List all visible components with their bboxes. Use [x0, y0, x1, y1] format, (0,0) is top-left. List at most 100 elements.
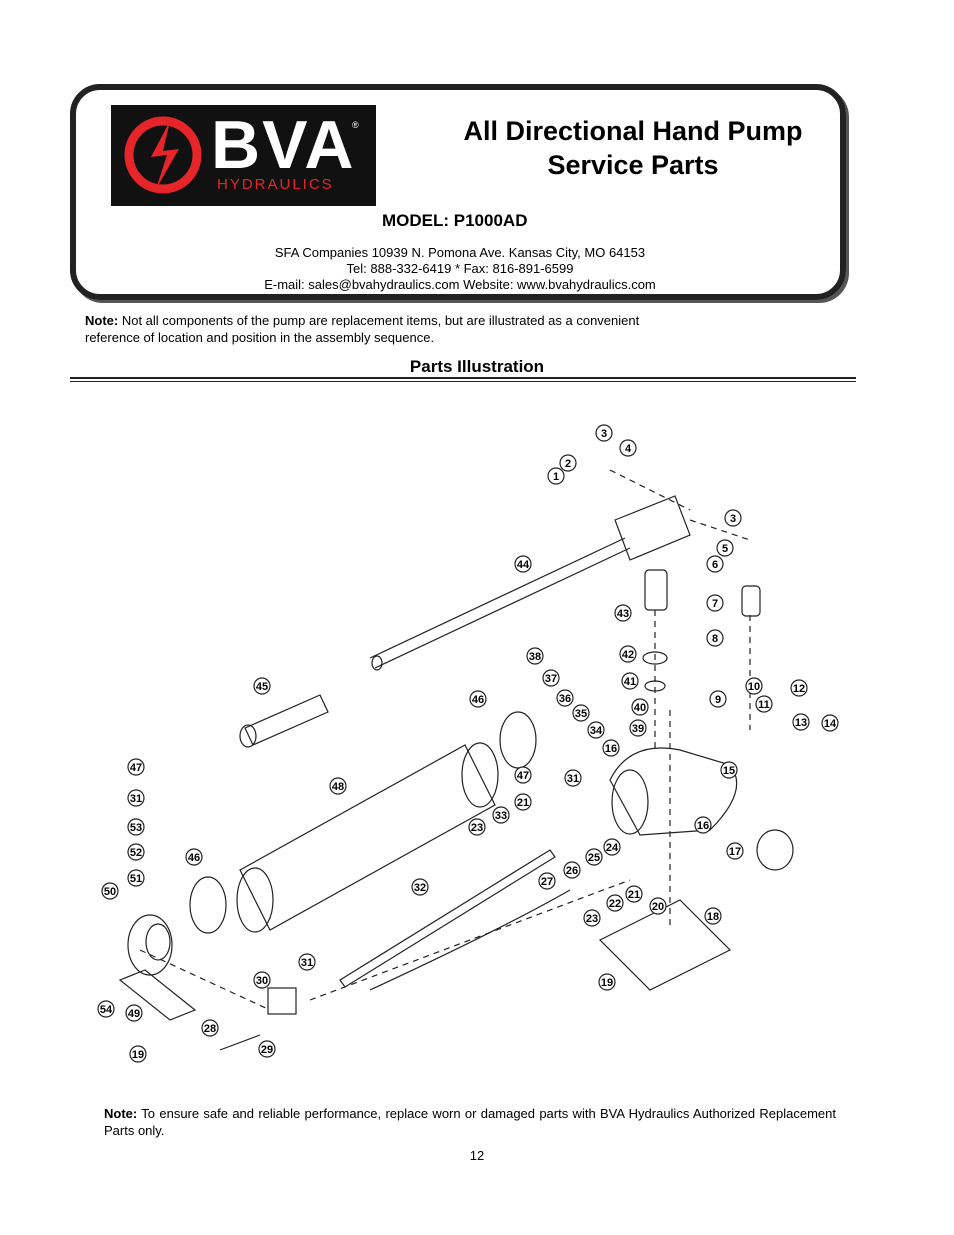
svg-text:22: 22 — [609, 898, 621, 910]
part-label-21: 21 — [625, 885, 643, 903]
svg-text:16: 16 — [697, 820, 709, 832]
svg-text:4: 4 — [625, 443, 632, 455]
part-label-26: 26 — [563, 861, 581, 879]
svg-text:19: 19 — [601, 977, 613, 989]
part-label-46: 46 — [185, 848, 203, 866]
part-label-5: 5 — [716, 539, 734, 557]
part-label-21: 21 — [514, 793, 532, 811]
handle-socket — [614, 495, 691, 561]
svg-text:31: 31 — [130, 793, 142, 805]
part-label-32: 32 — [411, 878, 429, 896]
svg-text:7: 7 — [712, 598, 718, 610]
o-ring-46 — [189, 876, 227, 934]
part-label-16: 16 — [694, 816, 712, 834]
svg-text:5: 5 — [722, 543, 728, 555]
note-top: Note: Not all components of the pump are… — [85, 313, 640, 345]
logo-subtitle: HYDRAULICS — [217, 176, 334, 193]
shaft-32 — [339, 849, 556, 988]
part-label-38: 38 — [526, 647, 544, 665]
part-label-7: 7 — [706, 594, 724, 612]
svg-text:49: 49 — [128, 1008, 140, 1020]
part-label-4: 4 — [619, 439, 637, 457]
logo-registered-mark: ® — [352, 120, 359, 130]
part-label-49: 49 — [125, 1004, 143, 1022]
part-label-16: 16 — [602, 739, 620, 757]
release-knob-17 — [756, 829, 794, 871]
part-label-47: 47 — [514, 766, 532, 784]
part-label-3: 3 — [595, 424, 613, 442]
svg-text:31: 31 — [567, 773, 579, 785]
clevis-30 — [267, 987, 297, 1015]
svg-text:1: 1 — [553, 471, 559, 483]
bva-logo: BVA ® HYDRAULICS — [111, 105, 376, 206]
svg-text:33: 33 — [495, 810, 507, 822]
logo-brand: BVA — [211, 107, 356, 183]
part-label-19: 19 — [598, 973, 616, 991]
part-label-20: 20 — [649, 897, 667, 915]
part-label-37: 37 — [542, 669, 560, 687]
part-label-17: 17 — [726, 842, 744, 860]
part-label-13: 13 — [792, 713, 810, 731]
svg-text:53: 53 — [130, 822, 142, 834]
part-label-30: 30 — [253, 971, 271, 989]
part-label-48: 48 — [329, 777, 347, 795]
svg-text:35: 35 — [575, 708, 587, 720]
svg-text:29: 29 — [261, 1044, 273, 1056]
svg-text:28: 28 — [204, 1023, 216, 1035]
svg-text:46: 46 — [472, 694, 484, 706]
part-label-25: 25 — [585, 848, 603, 866]
svg-text:52: 52 — [130, 847, 142, 859]
svg-text:18: 18 — [707, 911, 719, 923]
section-divider-thin — [70, 381, 856, 382]
svg-text:11: 11 — [758, 699, 770, 711]
part-label-35: 35 — [572, 704, 590, 722]
note-bottom: Note: To ensure safe and reliable perfor… — [104, 1106, 836, 1138]
part-label-29: 29 — [258, 1040, 276, 1058]
piston-43 — [644, 569, 668, 611]
part-label-9: 9 — [709, 690, 727, 708]
svg-text:42: 42 — [622, 649, 634, 661]
svg-text:36: 36 — [559, 693, 571, 705]
part-label-46: 46 — [469, 690, 487, 708]
svg-text:32: 32 — [414, 882, 426, 894]
part-label-40: 40 — [631, 698, 649, 716]
part-label-6: 6 — [706, 555, 724, 573]
svg-text:21: 21 — [517, 797, 529, 809]
part-label-18: 18 — [704, 907, 722, 925]
part-label-23: 23 — [583, 909, 601, 927]
svg-text:19: 19 — [132, 1049, 144, 1061]
svg-text:34: 34 — [590, 725, 603, 737]
part-label-24: 24 — [603, 838, 621, 856]
svg-text:21: 21 — [628, 889, 640, 901]
svg-text:8: 8 — [712, 633, 718, 645]
o-ring-46b — [499, 711, 537, 769]
handle-grip — [244, 694, 329, 746]
piston-7 — [741, 585, 761, 617]
svg-text:50: 50 — [104, 886, 116, 898]
part-label-12: 12 — [790, 679, 808, 697]
svg-text:23: 23 — [586, 913, 598, 925]
svg-text:16: 16 — [605, 743, 617, 755]
part-label-28: 28 — [201, 1019, 219, 1037]
svg-text:51: 51 — [130, 873, 142, 885]
part-label-31: 31 — [127, 789, 145, 807]
svg-text:46: 46 — [188, 852, 200, 864]
part-label-11: 11 — [755, 695, 773, 713]
svg-text:31: 31 — [301, 957, 313, 969]
svg-text:27: 27 — [541, 876, 553, 888]
svg-text:39: 39 — [632, 723, 644, 735]
end-cap — [127, 914, 173, 976]
header-frame — [70, 84, 846, 300]
bolt-circle-icon — [124, 116, 202, 194]
part-label-54: 54 — [97, 1000, 115, 1018]
svg-text:17: 17 — [729, 846, 741, 858]
svg-text:13: 13 — [795, 717, 807, 729]
svg-text:2: 2 — [565, 458, 571, 470]
bracket-49 — [118, 969, 197, 1021]
page-number: 12 — [469, 1148, 485, 1163]
part-label-43: 43 — [614, 604, 632, 622]
part-label-2: 2 — [559, 454, 577, 472]
svg-text:44: 44 — [517, 559, 530, 571]
